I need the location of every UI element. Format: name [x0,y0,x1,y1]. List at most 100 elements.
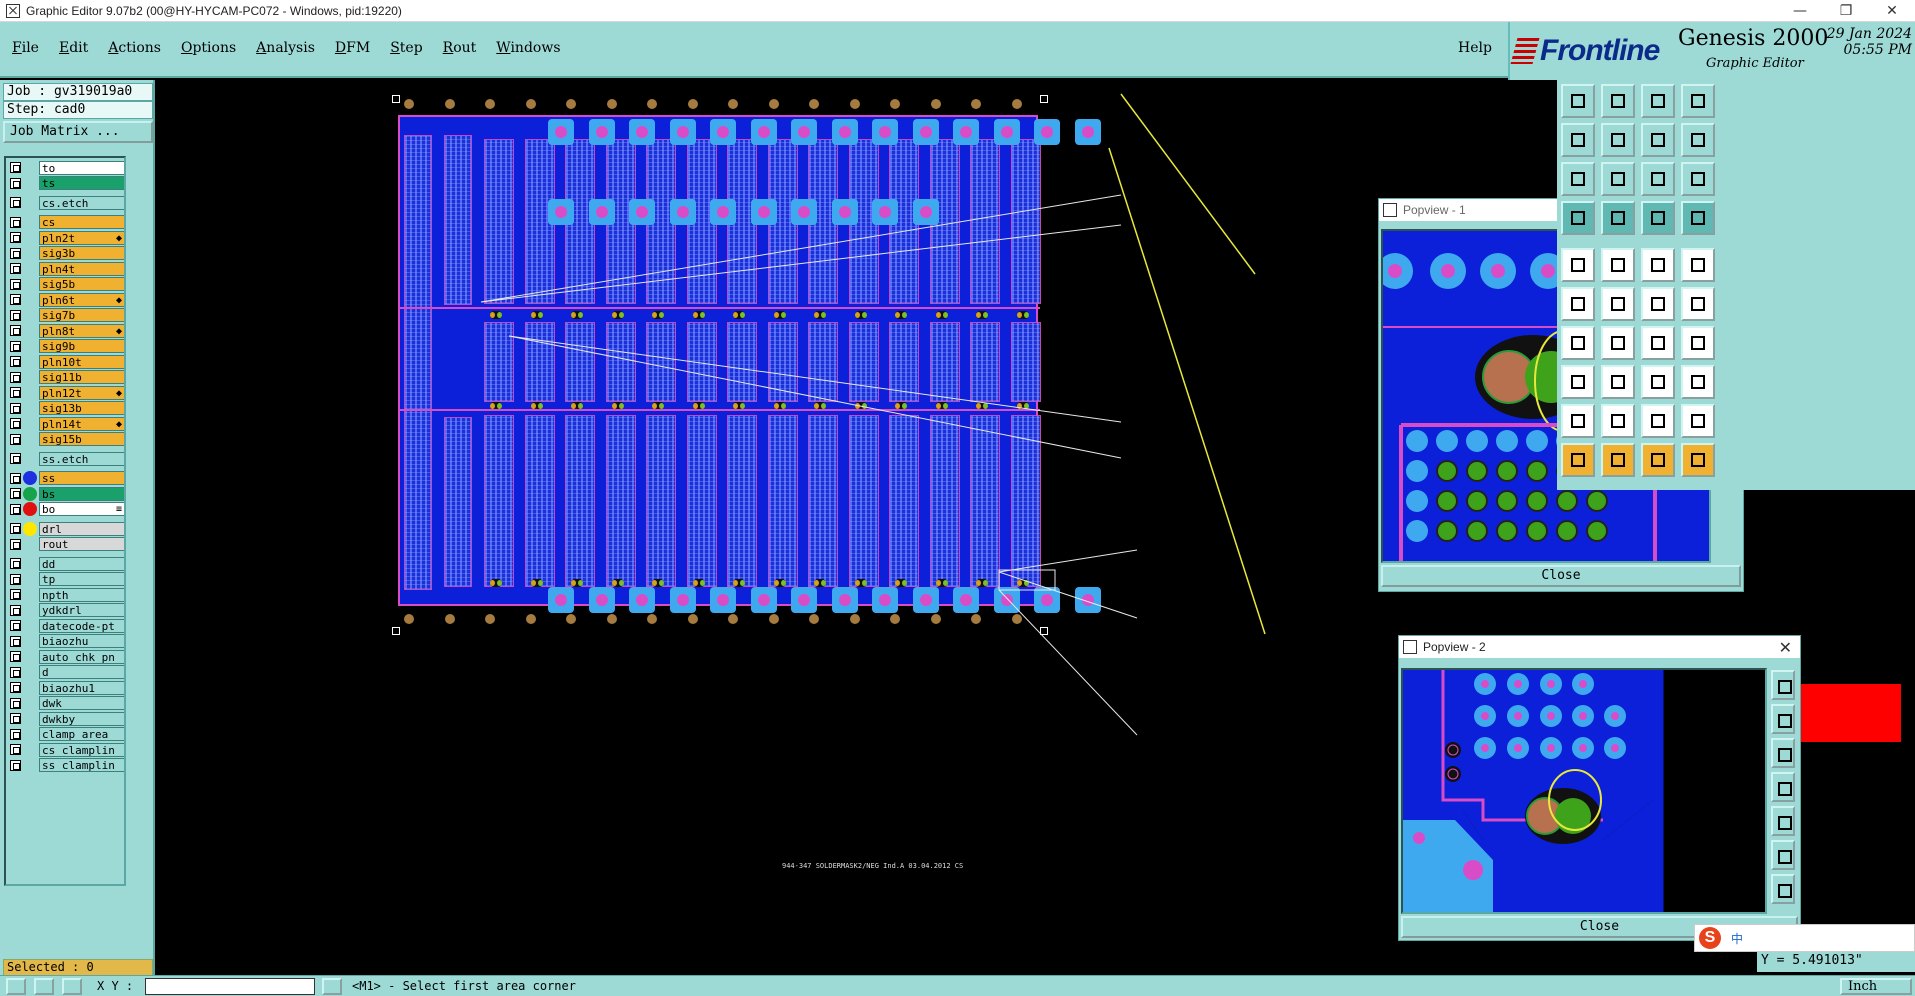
layer-name[interactable]: drl [39,521,124,536]
layer-checkbox[interactable] [10,247,21,259]
menu-item[interactable]: Edit [58,40,89,56]
tool-button[interactable] [1641,404,1675,438]
menu-item[interactable]: Step [390,40,423,56]
layer-color-indicator[interactable] [23,452,37,466]
tool-button[interactable] [1641,365,1675,399]
layer-row[interactable]: bs [8,486,124,501]
layer-name[interactable]: sig15b [39,432,124,446]
tool-button[interactable] [1641,326,1675,360]
layer-row[interactable]: biaozhu [8,634,124,649]
layer-name[interactable]: pln8t◆ [39,323,124,338]
tool-button[interactable] [1601,326,1635,360]
tool-button[interactable] [1561,404,1595,438]
layer-checkbox[interactable] [10,472,21,484]
layer-checkbox[interactable] [10,309,21,321]
menu-item[interactable]: DFM [334,40,371,56]
menu-item[interactable]: File [12,40,39,56]
popview-2-canvas[interactable] [1401,668,1767,914]
tool-button[interactable] [1681,365,1715,399]
layer-color-indicator[interactable] [23,293,37,307]
layer-row[interactable]: ydkdrl [8,603,124,618]
layer-name[interactable]: pln4t [39,261,124,276]
restore-icon[interactable]: ❐ [1839,3,1853,19]
layer-checkbox[interactable] [10,263,21,274]
layer-checkbox[interactable] [10,666,21,678]
layer-color-indicator[interactable] [23,681,37,695]
layer-row[interactable]: dwkby [8,711,124,726]
layer-row[interactable]: ts [8,176,124,191]
layer-name[interactable]: rout [39,537,124,551]
layer-color-indicator[interactable] [23,557,37,571]
popview-tool[interactable] [1771,704,1795,734]
tool-button[interactable] [1681,287,1715,321]
layer-row[interactable]: cs.etch [8,195,124,210]
tool-button[interactable] [1641,162,1675,196]
layer-checkbox[interactable] [10,573,21,585]
layer-color-indicator[interactable] [23,401,37,415]
layer-name[interactable]: pln10t [39,354,124,369]
layer-name[interactable]: tp [39,572,124,586]
layer-name[interactable]: d [39,665,124,679]
layer-checkbox[interactable] [10,635,21,647]
layer-color-indicator[interactable] [23,743,37,757]
popview-tool[interactable] [1771,874,1795,904]
status-tool-button[interactable] [322,978,342,995]
layer-row[interactable]: auto_chk_pn [8,649,124,664]
layer-name[interactable]: ts [39,176,124,190]
layer-checkbox[interactable] [10,177,21,189]
layer-name[interactable]: auto_chk_pn [39,649,124,664]
layer-checkbox[interactable] [10,371,21,383]
layer-name[interactable]: bs [39,486,124,501]
layer-checkbox[interactable] [10,294,21,305]
popview-tool[interactable] [1771,738,1795,768]
tool-button[interactable] [1681,123,1715,157]
layer-color-indicator[interactable] [23,758,37,772]
layer-color-indicator[interactable] [23,650,37,664]
layer-row[interactable]: pln14t◆ [8,416,124,431]
layer-row[interactable]: cs_clamplin [8,742,124,757]
layer-name[interactable]: biaozhu [39,634,124,648]
layer-checkbox[interactable] [10,620,21,631]
layer-row[interactable]: sig5b [8,277,124,292]
layer-name[interactable]: sig9b [39,339,124,353]
minimize-icon[interactable]: — [1793,3,1807,19]
layer-name[interactable]: sig7b [39,308,124,322]
tool-button[interactable] [1641,287,1675,321]
tool-button[interactable] [1681,326,1715,360]
layer-name[interactable]: pln6t◆ [39,292,124,307]
units-button[interactable]: Inch [1840,978,1912,995]
popview-tool[interactable] [1771,806,1795,836]
layer-name[interactable]: ss_clamplin [39,758,124,772]
layer-color-indicator[interactable] [23,486,37,501]
tool-button[interactable] [1561,287,1595,321]
status-tool-button[interactable] [6,978,26,995]
tool-button[interactable] [1601,201,1635,235]
layer-checkbox[interactable] [10,433,21,445]
layer-color-indicator[interactable] [23,665,37,679]
layer-row[interactable]: d [8,665,124,680]
layer-checkbox[interactable] [10,682,21,693]
layer-checkbox[interactable] [10,402,21,414]
tool-button[interactable] [1601,443,1635,477]
tool-button[interactable] [1561,123,1595,157]
layer-row[interactable]: clamp_area [8,727,124,742]
layer-name[interactable]: bo≡ [39,502,124,516]
tool-button[interactable] [1641,248,1675,282]
layer-name[interactable]: ss [39,471,124,485]
layer-color-indicator[interactable] [23,619,37,633]
layer-checkbox[interactable] [10,744,21,755]
close-icon[interactable]: ✕ [1886,3,1898,19]
layer-name[interactable]: cs_clamplin [39,742,124,757]
layer-color-indicator[interactable] [23,521,37,536]
tool-button[interactable] [1601,84,1635,118]
layer-row[interactable]: pln12t◆ [8,385,124,400]
layer-color-indicator[interactable] [23,603,37,617]
tool-button[interactable] [1601,365,1635,399]
layer-color-indicator[interactable] [23,355,37,369]
layer-row[interactable]: sig7b [8,308,124,323]
layer-checkbox[interactable] [10,728,21,740]
layer-checkbox[interactable] [10,387,21,398]
layer-row[interactable]: drl [8,521,124,536]
layer-row[interactable]: cs [8,215,124,230]
tool-button[interactable] [1561,326,1595,360]
